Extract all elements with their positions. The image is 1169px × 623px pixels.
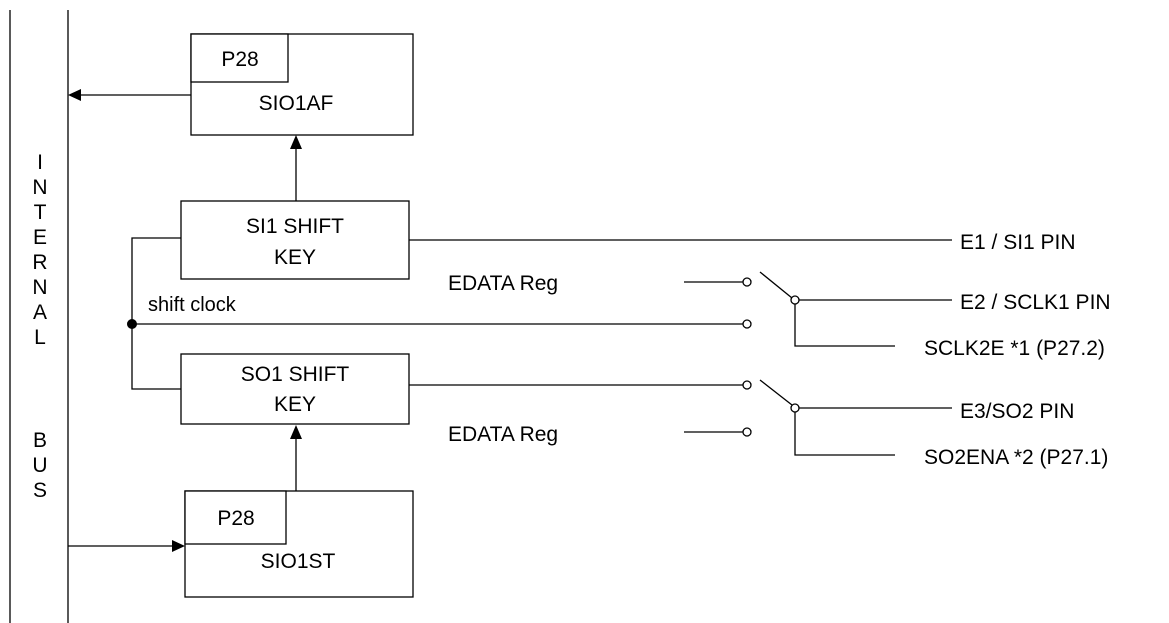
so2ena-label: SO2ENA *2 (P27.1)	[924, 446, 1108, 469]
bus-label: I N T E R N A L B U S	[32, 151, 47, 502]
bus-letter: B	[33, 429, 47, 452]
bus-letter: A	[33, 301, 47, 324]
so1-shift-key-block: SO1 SHIFT KEY	[180, 353, 410, 425]
bus-letter: N	[32, 176, 47, 199]
sclk2e-label: SCLK2E *1 (P27.2)	[924, 337, 1105, 360]
edata-reg-bottom-contact	[742, 427, 752, 437]
bus-to-sio1st-arrowhead	[172, 540, 185, 552]
edata-reg-bottom-label: EDATA Reg	[448, 423, 558, 446]
sio1af-name-label: SIO1AF	[259, 92, 334, 115]
sio1st-tag-label: P28	[217, 507, 254, 530]
bus-letter: L	[34, 326, 46, 349]
bus-letter: U	[32, 454, 47, 477]
switch2-blade	[759, 379, 793, 406]
bus-letter: N	[32, 276, 47, 299]
sio1st-p28-tag	[184, 490, 287, 545]
si1-to-sio1af-arrowhead	[290, 135, 302, 149]
switch2-pivot	[790, 403, 800, 413]
bus-letter: S	[33, 479, 47, 502]
sio1st-to-so1-arrowhead	[290, 425, 302, 439]
bus-letter: R	[32, 251, 47, 274]
si1-shift-line1: SI1 SHIFT	[246, 215, 344, 238]
e2-sclk1-pin-label: E2 / SCLK1 PIN	[960, 291, 1111, 314]
shift-clock-contact	[742, 319, 752, 329]
edata-reg-top-label: EDATA Reg	[448, 272, 558, 295]
shift-clock-bracket	[131, 237, 181, 390]
so1-shift-line1: SO1 SHIFT	[241, 363, 350, 386]
so1-shift-line2: KEY	[274, 393, 316, 416]
sio1st-block: P28 SIO1ST	[184, 490, 414, 598]
switch1-blade	[759, 271, 793, 299]
e3-so2-pin-label: E3/SO2 PIN	[960, 400, 1074, 423]
bus-letter: I	[37, 151, 43, 174]
so2ena-control-line	[794, 412, 895, 456]
bus-letter: T	[34, 201, 47, 224]
switch1-pivot	[790, 295, 800, 305]
edata-reg-top-contact	[742, 277, 752, 287]
si1-shift-line2: KEY	[274, 246, 316, 269]
sio1af-to-bus-arrowhead	[68, 89, 81, 101]
e1-si1-pin-label: E1 / SI1 PIN	[960, 231, 1076, 254]
bus-letter: E	[33, 226, 47, 249]
si1-shift-key-block: SI1 SHIFT KEY	[180, 200, 410, 280]
sio1af-p28-tag	[190, 33, 289, 83]
sclk2e-control-line	[794, 304, 895, 347]
sio1st-name-label: SIO1ST	[261, 550, 336, 573]
sio1af-tag-label: P28	[221, 48, 258, 71]
sio1af-block: P28 SIO1AF	[190, 33, 414, 136]
so1-output-contact	[742, 380, 752, 390]
shift-clock-label: shift clock	[148, 294, 237, 316]
